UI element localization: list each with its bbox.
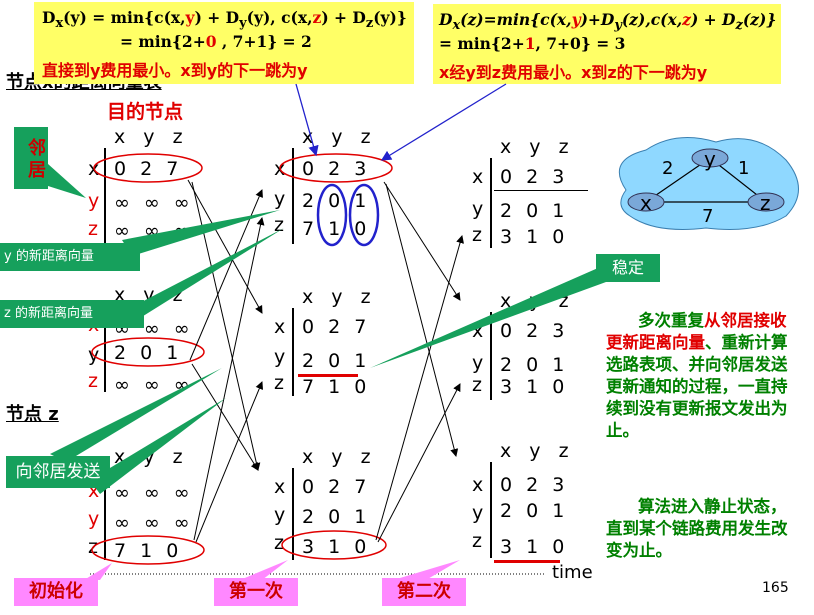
table-header: x y z xyxy=(302,446,377,468)
table-node-x-t2: x y z x 0 2 3 y 2 0 1 z 3 1 0 xyxy=(466,136,596,252)
highlight-ellipse xyxy=(91,535,205,565)
svg-text:x: x xyxy=(640,191,652,215)
page-number: 165 xyxy=(762,580,789,596)
topology-diagram: y x z 2 1 7 xyxy=(618,137,799,230)
neighbor-label: 邻居 xyxy=(14,127,48,189)
table-header: x y z xyxy=(114,126,189,148)
second-tag: 第二次 xyxy=(382,578,466,606)
highlight-ellipse-blue xyxy=(316,183,348,247)
description-paragraph-1: 多次重复从邻居接收更新距离向量、重新计算选路表项、并向邻居发送更新通知的过程，一… xyxy=(606,311,788,440)
destination-node-label: 目的节点 xyxy=(107,101,184,123)
table-node-z-t1: x y z x 0 2 7 y 2 0 1 z 3 1 0 xyxy=(274,446,377,560)
svg-text:2: 2 xyxy=(662,158,673,179)
formula-note-dxy: Dx(y) = min{c(x,y) + Dy(y), c(x,z) + Dz(… xyxy=(34,2,414,84)
formula-note-dxz: Dx(z)=min{c(x,y)+Dy(z),c(x,z) + Dz(z)} =… xyxy=(433,4,781,84)
router-y-icon xyxy=(691,148,729,168)
time-label: time xyxy=(552,562,593,583)
svg-text:z: z xyxy=(760,191,771,215)
svg-text:y: y xyxy=(704,147,716,171)
table-node-z-t2: x y z x 0 2 3 y 2 0 1 z 3 1 0 xyxy=(466,440,596,564)
table-header: x y z xyxy=(500,440,575,462)
svg-text:7: 7 xyxy=(702,206,713,227)
description-paragraph-2: 算法进入静止状态，直到某个链路费用发生改变为止。 xyxy=(606,497,788,560)
table-header: x y z xyxy=(302,126,377,148)
svg-text:1: 1 xyxy=(738,158,749,179)
first-tag: 第一次 xyxy=(214,578,298,606)
router-z-icon xyxy=(747,192,785,212)
table-header: x y z xyxy=(302,286,377,308)
table-node-y-t1: x y z x 0 2 7 y 2 0 1 z 7 1 0 xyxy=(274,286,377,398)
highlight-ellipse xyxy=(93,153,203,183)
highlight-ellipse-blue xyxy=(348,183,380,247)
node-z-label: 节点 z xyxy=(6,404,59,425)
highlight-ellipse xyxy=(281,530,387,560)
table-header: x y z xyxy=(500,136,575,158)
highlight-ellipse xyxy=(91,337,205,367)
init-tag: 初始化 xyxy=(14,578,98,606)
y-new-vector-label: y 的新距离向量 xyxy=(0,243,140,271)
highlight-ellipse xyxy=(279,153,393,183)
stable-label: 稳定 xyxy=(596,254,660,282)
send-neighbors-label: 向邻居发送 xyxy=(6,456,110,488)
router-x-icon xyxy=(627,192,665,212)
z-new-vector-label: z 的新距离向量 xyxy=(0,300,144,328)
